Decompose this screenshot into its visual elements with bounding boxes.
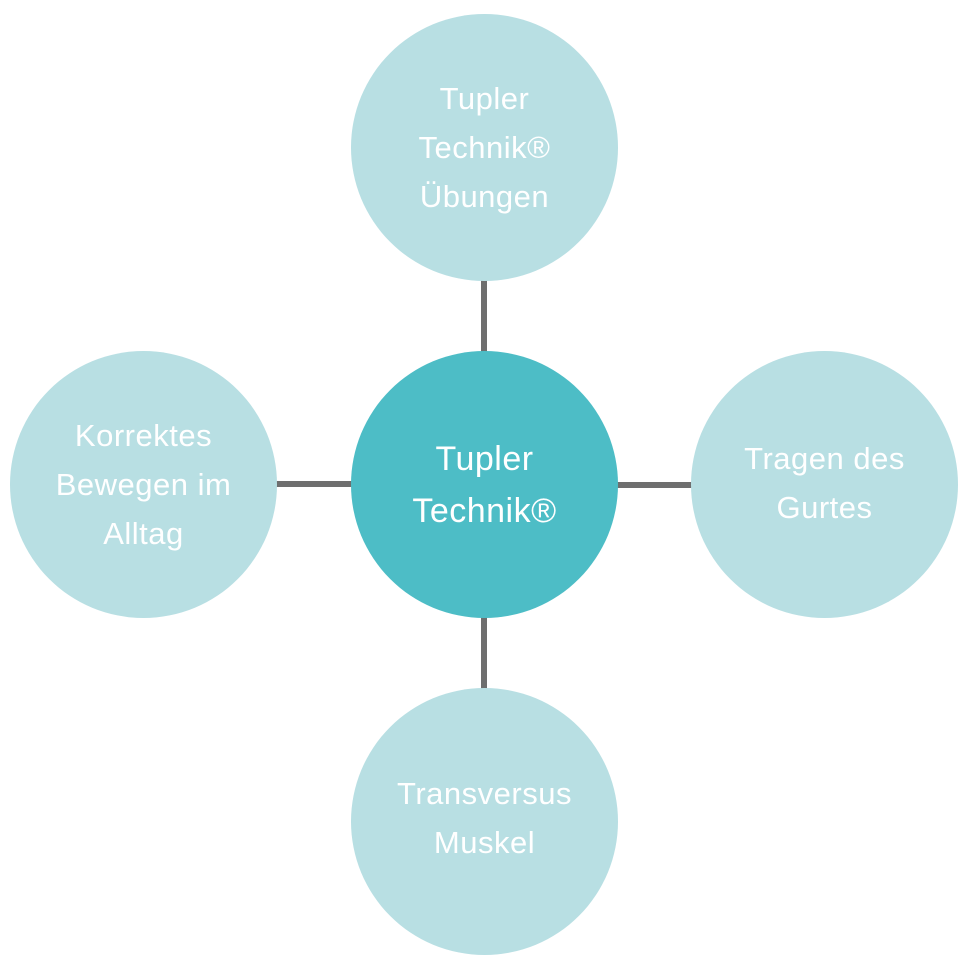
node-label-line: Transversus [397,775,572,811]
connector-top [481,278,487,354]
node-label-line: Bewegen im [55,467,232,502]
node-label-line: Übungen [419,179,550,214]
hub-label: Tupler Technik® [412,433,556,537]
hub-label-line: Technik® [412,491,557,530]
node-right-tragen-des-gurtes: Tragen des Gurtes [691,351,958,618]
node-label: Tragen des Gurtes [744,434,905,532]
node-label: Tupler Technik® Übungen [419,74,551,221]
node-top-tupler-technik-uebungen: Tupler Technik® Übungen [351,14,618,281]
node-label-line: Gurtes [776,489,873,525]
connector-right [615,482,694,488]
node-label-line: Tragen des [744,440,905,476]
node-label-line: Korrektes [74,418,213,453]
node-label: Transversus Muskel [397,769,572,867]
node-label: Korrektes Bewegen im Alltag [56,411,232,558]
node-left-korrektes-bewegen: Korrektes Bewegen im Alltag [10,351,277,618]
node-label-line: Muskel [433,824,536,860]
connector-bottom [481,615,487,691]
node-label-line: Technik® [418,130,551,165]
node-hub-tupler-technik: Tupler Technik® [351,351,618,618]
node-label-line: Tupler [439,81,530,116]
hub-label-line: Tupler [435,439,534,478]
node-bottom-transversus-muskel: Transversus Muskel [351,688,618,955]
node-label-line: Alltag [103,516,184,551]
connector-left [274,481,354,487]
